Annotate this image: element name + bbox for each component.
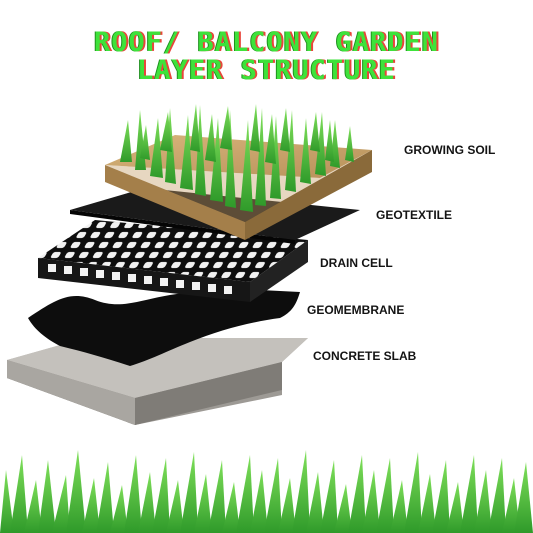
label-concrete-slab: CONCRETE SLAB <box>313 349 417 363</box>
label-geotextile: GEOTEXTILE <box>376 208 453 222</box>
label-growing-soil: GROWING SOIL <box>404 143 496 157</box>
label-drain-cell: DRAIN CELL <box>320 256 393 270</box>
grass-border-bottom <box>0 450 533 533</box>
grass-blades-top <box>120 104 354 212</box>
label-geomembrane: GEOMEMBRANE <box>307 303 405 317</box>
geomembrane-layer <box>28 289 300 366</box>
title-line-1: ROOF/ BALCONY GARDEN <box>93 27 440 58</box>
title-line-2: LAYER STRUCTURE <box>137 55 396 86</box>
